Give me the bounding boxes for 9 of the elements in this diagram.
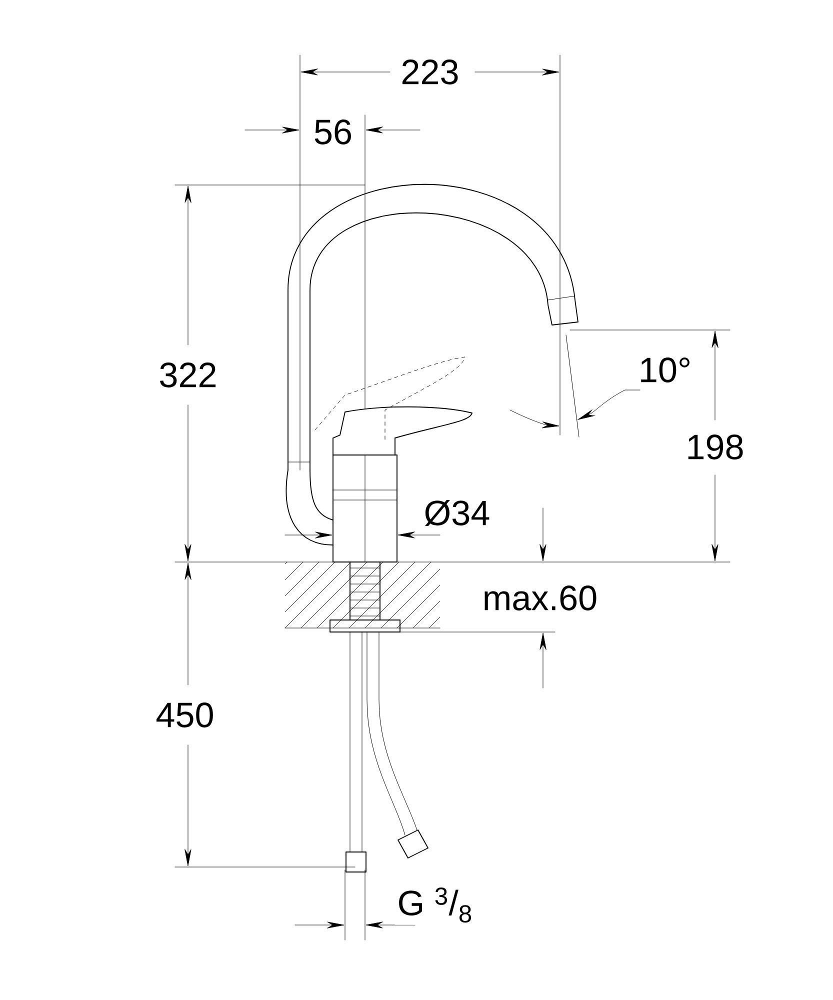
dimension-label: 56 (311, 117, 355, 147)
dimension-label: max.60 (480, 583, 600, 613)
dimension-label: 223 (398, 57, 462, 87)
dimension-label: 198 (683, 432, 747, 462)
dimension-label: 10° (636, 355, 694, 385)
dimension-label: G $^{3}$/$_{8}$ (394, 885, 476, 925)
dimension-label: 322 (156, 360, 220, 390)
dimension-label: 450 (153, 700, 217, 730)
dimension-label: Ø34 (421, 498, 493, 528)
